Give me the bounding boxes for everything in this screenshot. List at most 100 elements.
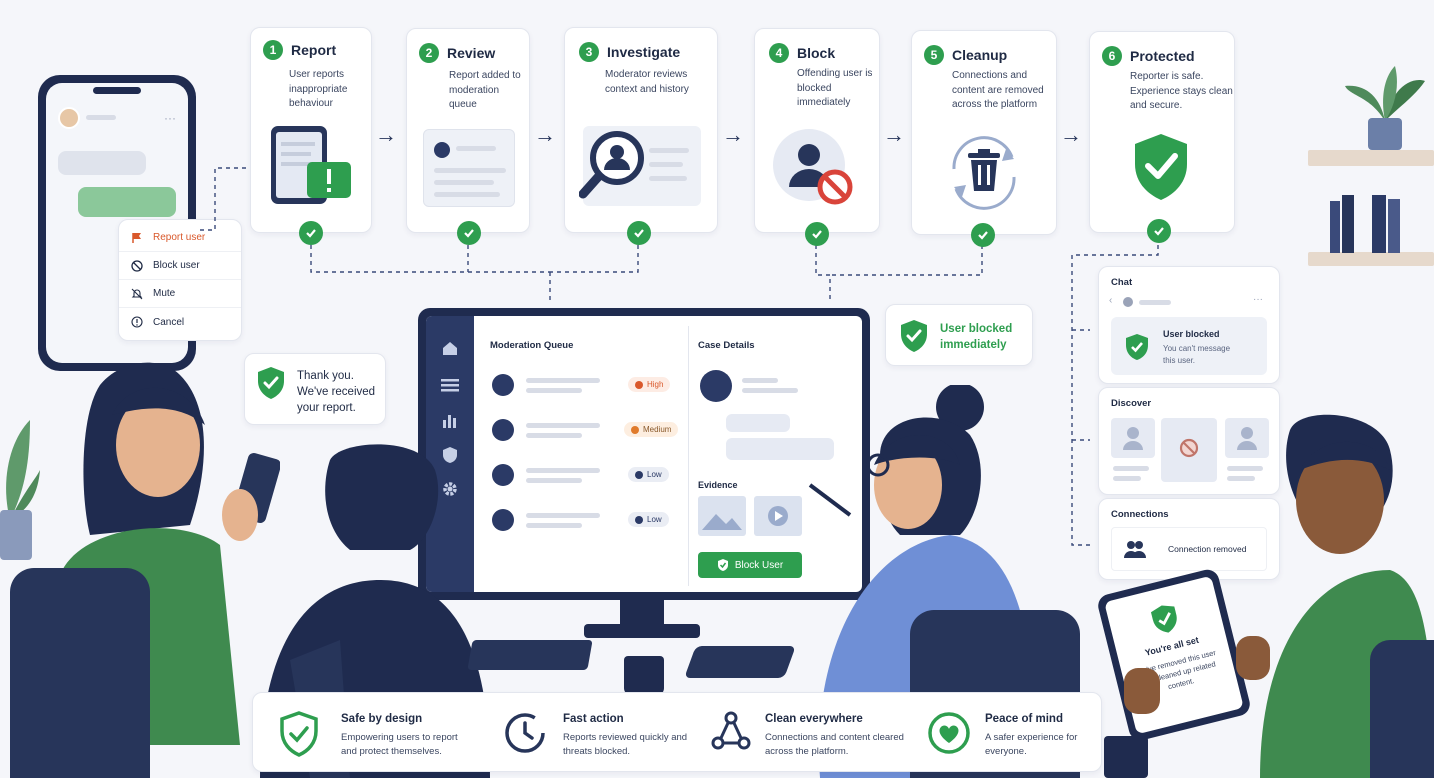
step-description: User reports inappropriate behaviour xyxy=(289,69,348,109)
connections-panel: Connections Connection removed xyxy=(1098,498,1280,580)
step-description: Report added to moderation queue xyxy=(449,70,521,110)
more-icon[interactable]: ··· xyxy=(164,111,176,125)
arrow-right-icon: → xyxy=(722,122,744,147)
shelf xyxy=(1308,252,1434,266)
blocked-desc: You can't message this user. xyxy=(1163,344,1231,365)
step-card-review: 2 Review Report added to moderation queu… xyxy=(406,28,530,233)
connection-status: Connection removed xyxy=(1168,544,1247,554)
avatar xyxy=(492,464,514,486)
more-icon[interactable]: ··· xyxy=(1253,294,1263,305)
step-description: Reporter is safe. Experience stays clean… xyxy=(1130,71,1233,111)
step-card-block: 4 Block Offending user is blocked immedi… xyxy=(754,28,880,233)
back-icon[interactable]: ‹ xyxy=(1109,295,1113,306)
menu-item-block-user[interactable]: Block user xyxy=(119,252,241,280)
avatar xyxy=(700,370,732,402)
queue-card-icon xyxy=(423,129,515,207)
arrow-right-icon: → xyxy=(375,122,397,147)
feature-desc: Reports reviewed quickly and threats blo… xyxy=(563,732,688,757)
shield-check-icon xyxy=(1135,134,1187,200)
queue-row[interactable]: Low xyxy=(486,501,682,546)
feature-desc: Connections and content cleared across t… xyxy=(765,732,904,757)
books xyxy=(1330,195,1430,253)
step-card-cleanup: 5 Cleanup Connections and content are re… xyxy=(911,30,1057,235)
blocked-title: User blocked xyxy=(1163,329,1220,339)
man-with-tablet-illustration xyxy=(1260,414,1434,778)
shield-check-icon xyxy=(901,320,927,352)
step-number: 1 xyxy=(263,40,283,60)
chat-panel: Chat ‹ ··· User blocked You can't messag… xyxy=(1098,266,1280,384)
monitor-sidebar xyxy=(426,316,474,592)
list-icon[interactable] xyxy=(441,378,459,392)
shield-check-icon xyxy=(258,367,284,399)
home-icon[interactable] xyxy=(441,340,459,356)
queue-row[interactable]: Medium xyxy=(486,411,682,456)
menu-item-mute[interactable]: Mute xyxy=(119,280,241,308)
avatar xyxy=(492,419,514,441)
user-blocked-bubble: User blocked immediately xyxy=(885,304,1033,366)
step-title: Protected xyxy=(1130,48,1195,64)
shield-icon[interactable] xyxy=(442,446,458,464)
discover-profile-card[interactable] xyxy=(1111,418,1155,458)
priority-badge: Medium xyxy=(624,422,679,437)
chat-bubble xyxy=(58,151,146,175)
image-thumbnail-icon[interactable] xyxy=(698,496,746,536)
menu-item-label: Cancel xyxy=(153,316,185,328)
cancel-icon xyxy=(131,316,143,328)
step-number: 2 xyxy=(419,43,439,63)
connection-removed-row: Connection removed xyxy=(1111,527,1267,571)
trash-cycle-icon xyxy=(952,136,1016,210)
keyboard xyxy=(467,640,593,670)
step-number: 5 xyxy=(924,45,944,65)
shield-check-icon xyxy=(280,711,318,757)
step-title: Block xyxy=(797,45,836,61)
check-icon xyxy=(299,221,323,245)
thank-you-text: Thank you. We've received your report. xyxy=(297,370,376,414)
feature-item: Peace of mind A safer experience for eve… xyxy=(927,707,1097,761)
step-description: Connections and content are removed acro… xyxy=(952,70,1044,110)
bell-off-icon xyxy=(131,288,143,299)
feature-item: Clean everywhere Connections and content… xyxy=(707,707,907,761)
tablet-device xyxy=(684,646,796,678)
video-thumbnail-icon[interactable] xyxy=(754,496,802,536)
block-user-button[interactable]: Block User xyxy=(698,552,802,578)
check-icon xyxy=(627,221,651,245)
block-user-label: Block User xyxy=(734,559,784,571)
panel-title: Discover xyxy=(1111,398,1152,409)
phone-context-menu: Report user Block user Mute Cancel xyxy=(118,219,242,341)
chair xyxy=(10,568,150,778)
chat-bubble xyxy=(726,438,834,460)
queue-row[interactable]: Low xyxy=(486,456,682,501)
panel-title: Connections xyxy=(1111,509,1169,520)
plant-icon xyxy=(0,420,40,560)
feature-title: Safe by design xyxy=(341,713,423,725)
blocked-profile-card xyxy=(1161,418,1217,482)
chair xyxy=(1370,640,1434,778)
arrow-right-icon: → xyxy=(883,122,905,147)
monitor-stand xyxy=(620,600,664,626)
clock-icon xyxy=(505,713,545,753)
check-icon xyxy=(805,222,829,246)
plant-icon xyxy=(1345,66,1425,150)
chat-bubble xyxy=(726,414,790,432)
step-title: Review xyxy=(447,45,496,61)
step-title: Investigate xyxy=(607,44,681,60)
check-icon xyxy=(971,223,995,247)
network-icon xyxy=(711,711,751,750)
feature-title: Peace of mind xyxy=(985,713,1063,725)
flag-icon xyxy=(132,232,141,243)
step-card-report: 1 Report User reports inappropriate beha… xyxy=(250,27,372,233)
menu-item-cancel[interactable]: Cancel xyxy=(119,308,241,336)
step-card-protected: 6 Protected Reporter is safe. Experience… xyxy=(1089,31,1235,233)
avatar xyxy=(58,107,80,129)
priority-badge: High xyxy=(628,377,671,392)
shield-check-icon xyxy=(1150,605,1177,633)
discover-profile-card[interactable] xyxy=(1225,418,1269,458)
magnifier-user-icon xyxy=(579,131,644,199)
gear-icon[interactable] xyxy=(441,480,459,498)
avatar xyxy=(1123,297,1133,307)
coffee-mug xyxy=(1104,736,1148,778)
bar-chart-icon[interactable] xyxy=(441,412,459,428)
menu-item-report-user[interactable]: Report user xyxy=(119,224,241,252)
hand xyxy=(1236,636,1270,680)
queue-row[interactable]: High xyxy=(486,366,682,411)
